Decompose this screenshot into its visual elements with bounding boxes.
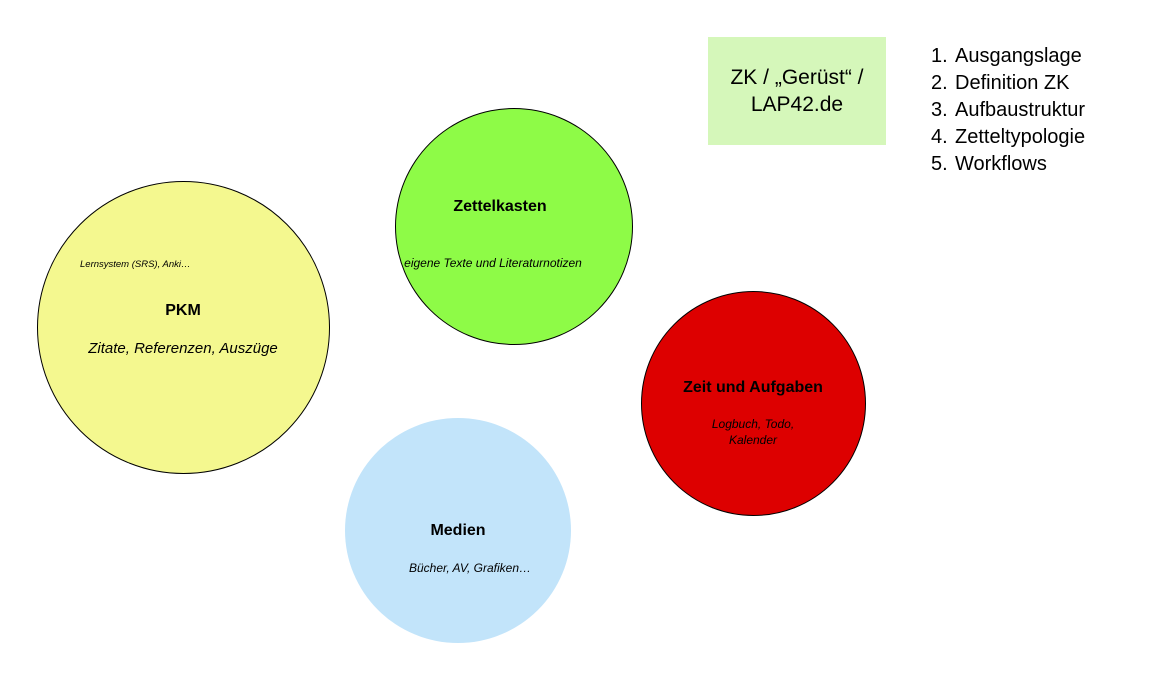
agenda-item: 2. Definition ZK — [931, 70, 1085, 97]
zeit-subtitle-line2: Kalender — [728, 433, 778, 447]
medien-circle — [345, 418, 571, 643]
pkm-note: Lernsystem (SRS), Anki… — [80, 259, 191, 270]
agenda-item-label: Definition ZK — [955, 72, 1070, 94]
agenda-item-number: 1. — [931, 45, 948, 67]
zeit-title: Zeit und Aufgaben — [683, 379, 823, 396]
zettelkasten-title: Zettelkasten — [453, 198, 547, 215]
agenda-item-number: 4. — [931, 126, 948, 148]
agenda-item: 1. Ausgangslage — [931, 43, 1085, 70]
agenda-item-label: Aufbaustruktur — [955, 99, 1086, 121]
agenda-item-label: Zetteltypologie — [955, 126, 1086, 148]
medien-subtitle: Bücher, AV, Grafiken… — [408, 561, 532, 575]
zettelkasten-circle — [395, 108, 633, 345]
medien-title: Medien — [430, 522, 486, 539]
agenda-item-label: Workflows — [955, 153, 1047, 175]
zettelkasten-subtitle: eigene Texte und Literaturnotizen — [404, 256, 582, 270]
pkm-title: PKM — [165, 302, 201, 319]
note-box-line2: LAP42.de — [750, 93, 844, 116]
agenda-item: 3. Aufbaustruktur — [931, 97, 1085, 124]
agenda-item-number: 2. — [931, 72, 948, 94]
note-box-line1: ZK / „Gerüst“ / — [730, 66, 864, 89]
agenda-item-number: 5. — [931, 153, 948, 175]
pkm-subtitle: Zitate, Referenzen, Auszüge — [88, 340, 278, 357]
note-box: ZK / „Gerüst“ / LAP42.de — [708, 37, 886, 145]
agenda-item: 5. Workflows — [931, 151, 1085, 178]
agenda-item-label: Ausgangslage — [955, 45, 1082, 67]
pkm-circle — [37, 181, 330, 474]
agenda-item: 4. Zetteltypologie — [931, 124, 1085, 151]
zeit-circle — [641, 291, 866, 516]
agenda-item-number: 3. — [931, 99, 948, 121]
agenda-list: 1. Ausgangslage 2. Definition ZK 3. Aufbaus… — [931, 43, 1085, 178]
zeit-subtitle-line1: Logbuch, Todo, — [711, 417, 795, 431]
